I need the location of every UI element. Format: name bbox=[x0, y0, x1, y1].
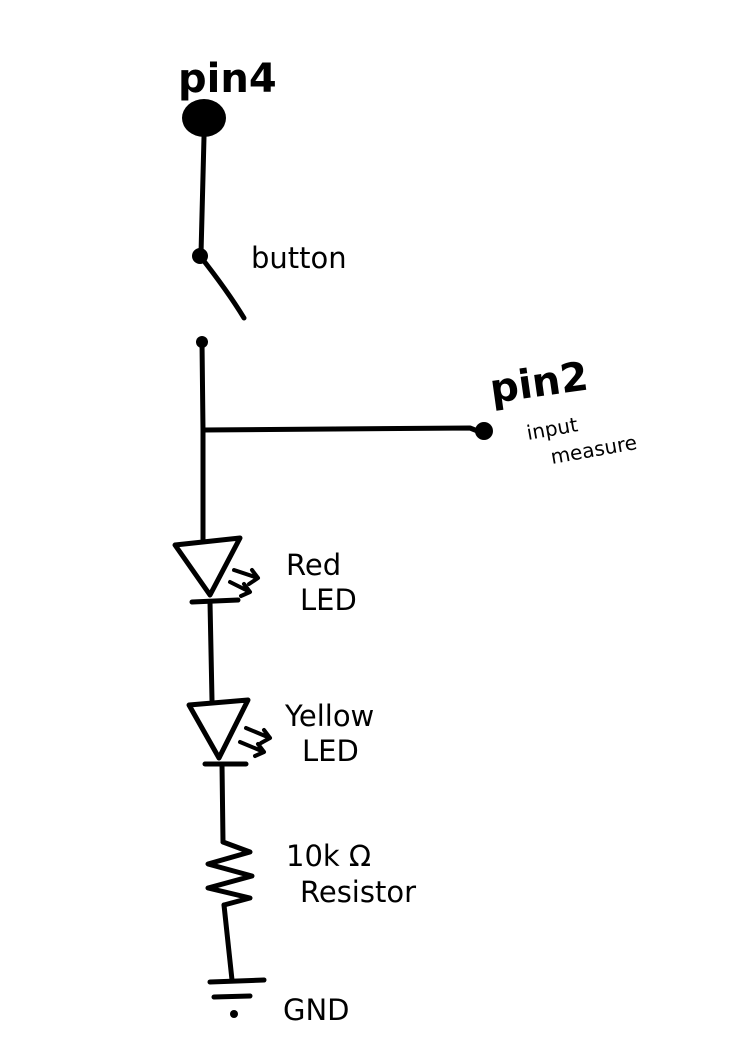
ground-symbol bbox=[207, 977, 267, 1018]
yellow-led-symbol bbox=[186, 697, 272, 767]
wire-pin4-to-button bbox=[198, 134, 207, 257]
pin4-label: pin4 bbox=[178, 56, 277, 102]
wire-red-to-yellow-led bbox=[207, 599, 215, 703]
wire-resistor-to-gnd bbox=[221, 902, 235, 983]
red-led-symbol bbox=[172, 535, 260, 605]
pin2-terminal bbox=[475, 422, 493, 440]
resistor-symbol bbox=[205, 839, 255, 908]
resistor-label-line2: Resistor bbox=[300, 875, 416, 909]
red-led-label-line2: LED bbox=[300, 583, 357, 617]
wire-yellow-led-to-resistor bbox=[219, 761, 226, 845]
gnd-label: GND bbox=[283, 993, 350, 1027]
pin4-terminal bbox=[182, 99, 226, 137]
wire-junction-to-pin2 bbox=[200, 425, 483, 435]
button-switch bbox=[192, 248, 247, 348]
wire-button-to-red-led bbox=[199, 339, 206, 543]
red-led-label-line1: Red bbox=[286, 548, 341, 582]
yellow-led-label-line2: LED bbox=[302, 734, 359, 768]
pin2-sublabel-line1: input bbox=[525, 412, 580, 445]
button-label: button bbox=[251, 241, 347, 275]
resistor-label-line1: 10k Ω bbox=[286, 839, 371, 873]
yellow-led-label-line1: Yellow bbox=[284, 699, 374, 733]
pin2-label: pin2 bbox=[487, 354, 591, 413]
